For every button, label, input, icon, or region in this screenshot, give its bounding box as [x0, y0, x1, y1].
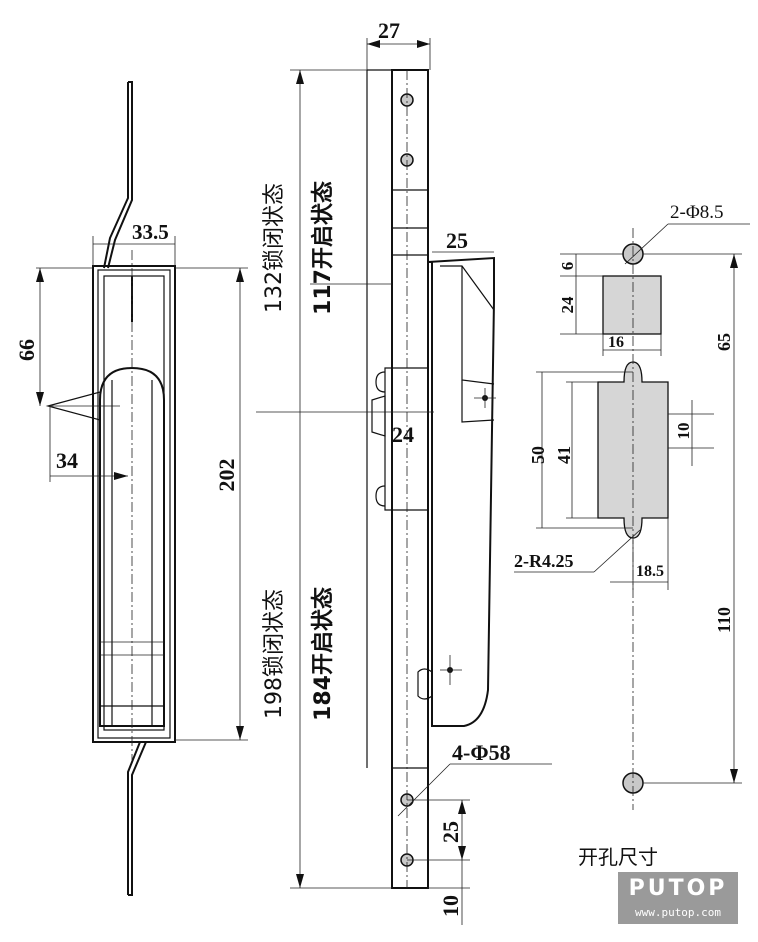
dim-4-phi-58: 4-Φ58	[452, 740, 511, 765]
dim-27: 27	[378, 18, 400, 43]
dim-24-mid: 24	[392, 422, 414, 447]
logo-url: www.putop.com	[634, 906, 722, 919]
mounting-plate	[391, 69, 429, 889]
dim-2-phi-8-5: 2-Φ8.5	[670, 202, 723, 223]
dim-10-bottom: 10	[438, 895, 463, 917]
bottom-rod	[128, 741, 147, 896]
dim-24-right: 24	[558, 296, 577, 314]
watermark-logo	[618, 872, 738, 924]
label-117-open: 117开启状态	[310, 181, 336, 315]
cutout-size-caption: 开孔尺寸	[578, 845, 658, 869]
dim-10-right: 10	[674, 423, 693, 440]
handle-lever	[99, 366, 165, 727]
lock-core	[384, 367, 429, 511]
logo-brand: PUTOP	[628, 876, 728, 901]
label-184-open: 184开启状态	[310, 587, 336, 721]
label-198-locked: 198锁闭状态	[262, 589, 287, 719]
dim-202: 202	[214, 459, 239, 492]
dim-66: 66	[14, 339, 39, 361]
dim-2-r-4-25: 2-R4.25	[514, 551, 574, 571]
dim-34: 34	[56, 448, 78, 473]
dim-18-5: 18.5	[636, 563, 664, 580]
front-view: 33.5 66 34 202	[14, 81, 248, 896]
handle-profile	[427, 256, 495, 727]
dim-33-5: 33.5	[132, 220, 169, 244]
dim-110: 110	[714, 607, 734, 633]
side-view: 27 25 24 132锁闭状态 117开启状态 198锁闭状态 184开启状态…	[256, 18, 552, 925]
cutout-view: 2-Φ8.5 6 24 16 65 50 41 10	[514, 202, 750, 869]
dim-65: 65	[714, 333, 734, 351]
dim-50: 50	[528, 446, 548, 464]
label-132-locked: 132锁闭状态	[262, 183, 287, 313]
dim-41: 41	[554, 446, 574, 464]
dim-25-bottom: 25	[438, 821, 463, 843]
handle-body	[92, 265, 176, 743]
top-rod	[107, 81, 133, 269]
cutout-small-rect	[602, 275, 662, 335]
dim-16: 16	[608, 334, 624, 351]
dim-25-top: 25	[446, 228, 468, 253]
dim-6: 6	[558, 262, 577, 271]
